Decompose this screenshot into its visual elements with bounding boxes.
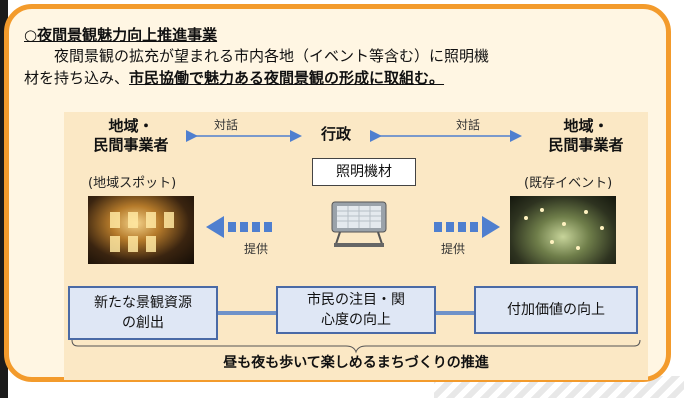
spot-label-right: (既存イベント) xyxy=(524,176,613,191)
result-added-value: 付加価値の向上 xyxy=(474,286,638,334)
slogan: 昼も夜も歩いて楽しめるまちづくりの推進 xyxy=(223,355,489,371)
actor-left-line-1: 地域・ xyxy=(108,117,154,135)
result-1-line-2: の創出 xyxy=(122,315,164,331)
connector-bar xyxy=(436,311,474,315)
description-emphasis: 市民協働で魅力ある夜間景観の形成に取組む。 xyxy=(129,69,445,87)
result-2-line-2: 心度の向上 xyxy=(321,312,391,328)
description-line-1: 夜間景観の拡充が望まれる市内各地（イベント等含む）に照明機 xyxy=(54,47,490,65)
collaboration-diagram: 地域・ 民間事業者 行政 地域・ 民間事業者 対話 対話 xyxy=(64,112,648,380)
actor-government: 行政 xyxy=(320,125,351,143)
local-spot-photo xyxy=(88,196,194,264)
dialogue-label-right: 対話 xyxy=(456,118,481,132)
summary-bracket xyxy=(71,339,641,354)
actor-left-line-2: 民間事業者 xyxy=(93,136,169,154)
actor-right-line-1: 地域・ xyxy=(563,117,609,135)
provide-arrow-right xyxy=(434,216,500,238)
dialogue-label-left: 対話 xyxy=(214,118,239,132)
description-line-2: 材を持ち込み、市民協働で魅力ある夜間景観の形成に取組む。 xyxy=(24,67,672,89)
actor-local-business-right: 地域・ 民間事業者 xyxy=(526,117,646,155)
result-3-line-1: 付加価値の向上 xyxy=(507,302,605,318)
description-plain-text: 材を持ち込み、 xyxy=(24,69,130,87)
result-1-line-1: 新たな景観資源 xyxy=(94,295,192,311)
actor-right-line-2: 民間事業者 xyxy=(548,136,624,154)
lighting-equipment-label: 照明機材 xyxy=(312,158,416,186)
provide-label-right: 提供 xyxy=(441,242,466,256)
spot-label-left: (地域スポット) xyxy=(88,176,177,191)
result-new-landscape-resource: 新たな景観資源 の創出 xyxy=(68,286,218,340)
existing-event-photo xyxy=(510,196,616,264)
result-2-line-1: 市民の注目・関 xyxy=(307,292,405,308)
section-heading: ○夜間景観魅力向上推進事業 xyxy=(24,26,218,44)
provide-label-left: 提供 xyxy=(244,242,269,256)
result-citizen-attention: 市民の注目・関 心度の向上 xyxy=(276,286,436,334)
connector-bar xyxy=(218,311,276,315)
floodlight-icon xyxy=(331,201,387,247)
description: 夜間景観の拡充が望まれる市内各地（イベント等含む）に照明機 材を持ち込み、市民協… xyxy=(24,45,672,89)
provide-arrow-left xyxy=(206,216,272,238)
diagram-arrows xyxy=(186,130,522,238)
actor-local-business-left: 地域・ 民間事業者 xyxy=(76,117,186,155)
